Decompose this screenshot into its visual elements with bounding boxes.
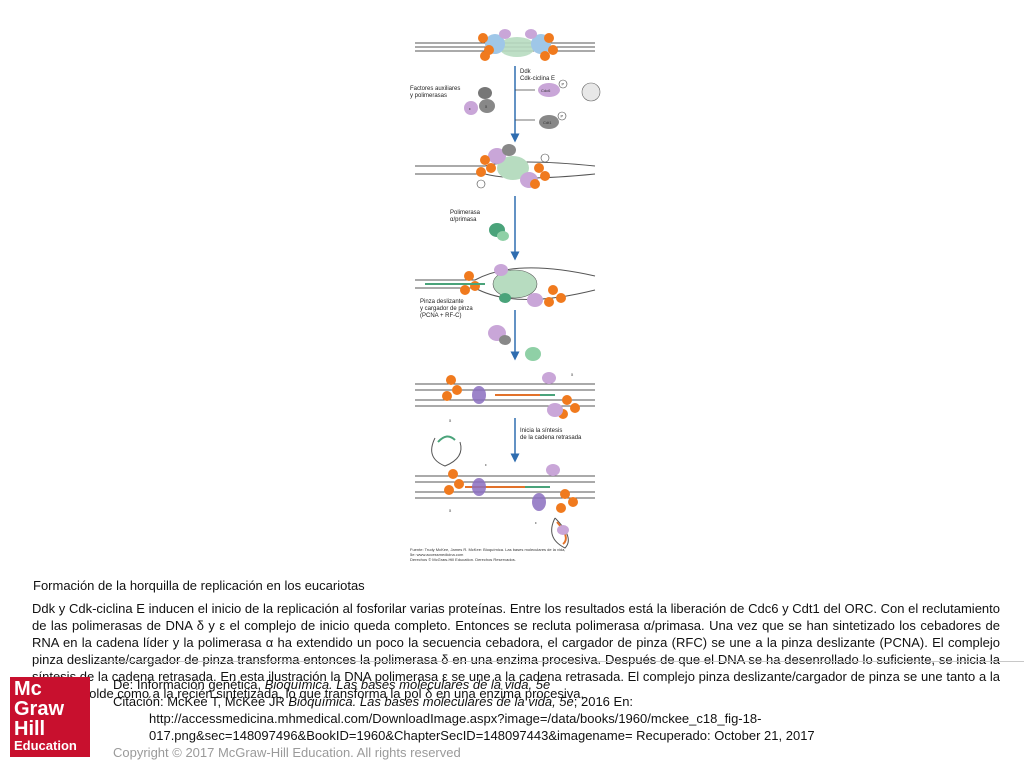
- svg-text:α/primasa: α/primasa: [450, 217, 477, 223]
- svg-text:Cdc6: Cdc6: [541, 88, 551, 93]
- figure-source-credit: Fuente: Trudy McKee, James R. McKee: Bio…: [410, 547, 565, 562]
- svg-text:(PCNA + RF-C): (PCNA + RF-C): [420, 313, 462, 319]
- source-url[interactable]: http://accessmedicina.mhmedical.com/Down…: [149, 711, 762, 726]
- svg-text:Cdk-ciclina E: Cdk-ciclina E: [520, 76, 555, 82]
- svg-text:y polimerasas: y polimerasas: [410, 93, 447, 99]
- svg-text:δ: δ: [449, 418, 452, 423]
- stage-4-transition: Inicia la síntesis de la cadena retrasad…: [510, 418, 582, 463]
- stage-4-clamp-loaded: δ δ: [415, 372, 595, 423]
- stage-5-lagging-synthesis: ε ε δ: [415, 435, 595, 549]
- svg-text:P: P: [562, 82, 565, 87]
- svg-text:δ: δ: [571, 372, 574, 377]
- svg-text:δ: δ: [485, 104, 488, 109]
- svg-text:δ: δ: [449, 508, 452, 513]
- stage-1-transition: Ddk Cdk-ciclina E Factores auxiliares y …: [410, 66, 601, 143]
- replication-fork-figure: Ddk Cdk-ciclina E Factores auxiliares y …: [410, 29, 601, 562]
- mcgraw-hill-logo: Mc Graw Hill Education: [10, 677, 90, 757]
- stage-2-initiation-complex: [415, 144, 596, 189]
- stage-2-transition: Polimerasa α/primasa: [450, 196, 520, 261]
- svg-text:Cdt1: Cdt1: [543, 120, 552, 125]
- svg-text:ε: ε: [469, 106, 471, 111]
- source-citation-line: Citación: McKee T, McKee JR Bioquímica. …: [113, 694, 634, 709]
- source-url-cont[interactable]: 017.png&sec=148097496&BookID=1960&Chapte…: [149, 728, 815, 743]
- source-from: De: Información genética, Bioquímica. La…: [113, 677, 551, 692]
- figure-title: Formación de la horquilla de replicación…: [33, 578, 365, 593]
- svg-text:ε: ε: [485, 462, 487, 467]
- svg-text:P: P: [561, 114, 564, 119]
- svg-text:de la cadena retrasada: de la cadena retrasada: [520, 435, 582, 441]
- divider: [96, 661, 1024, 662]
- source-citation: De: Información genética, Bioquímica. La…: [113, 676, 893, 744]
- svg-text:Fuente: Trudy McKee, James R.: Fuente: Trudy McKee, James R. McKee: Bio…: [410, 547, 565, 552]
- svg-text:Inicia la síntesis: Inicia la síntesis: [520, 428, 562, 434]
- stage-3-transition: Pinza deslizante y cargador de pinza (PC…: [420, 299, 541, 361]
- copyright-notice: Copyright © 2017 McGraw-Hill Education. …: [113, 745, 461, 760]
- figure-caption: Ddk y Cdk-ciclina E inducen el inicio de…: [32, 601, 1000, 701]
- svg-text:Derechos © McGraw-Hill Educati: Derechos © McGraw-Hill Education. Derech…: [410, 557, 516, 562]
- stage-3-primase-recruited: [415, 264, 596, 307]
- svg-text:Factores auxiliares: Factores auxiliares: [410, 86, 460, 92]
- svg-text:y cargador de pinza: y cargador de pinza: [420, 306, 473, 312]
- svg-text:ε: ε: [535, 520, 537, 525]
- svg-text:Ddk: Ddk: [520, 69, 532, 75]
- svg-text:Pinza deslizante: Pinza deslizante: [420, 299, 464, 305]
- svg-text:5e: www.accessmedicina.com: 5e: www.accessmedicina.com: [410, 552, 464, 557]
- stage-1-origin-complex: [415, 29, 595, 61]
- svg-text:Polimerasa: Polimerasa: [450, 210, 481, 216]
